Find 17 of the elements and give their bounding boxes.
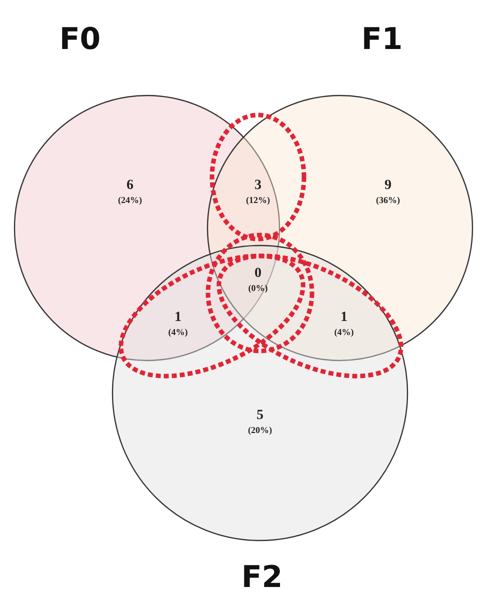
count-value: 5 bbox=[256, 408, 264, 424]
percent-value: (4%) bbox=[334, 327, 354, 337]
percent-value: (12%) bbox=[246, 195, 270, 205]
set-label: F2 bbox=[241, 560, 283, 595]
count-value: 1 bbox=[340, 310, 348, 326]
set-label: F1 bbox=[361, 22, 403, 57]
count-value: 1 bbox=[174, 310, 182, 326]
percent-value: (24%) bbox=[118, 195, 142, 205]
count-value: 3 bbox=[254, 178, 262, 194]
count-value: 9 bbox=[384, 178, 392, 194]
percent-value: (0%) bbox=[248, 283, 268, 293]
percent-value: (4%) bbox=[168, 327, 188, 337]
count-value: 0 bbox=[254, 266, 262, 282]
count-value: 6 bbox=[126, 178, 134, 194]
set-label: F0 bbox=[59, 22, 101, 57]
percent-value: (36%) bbox=[376, 195, 400, 205]
percent-value: (20%) bbox=[248, 425, 272, 435]
